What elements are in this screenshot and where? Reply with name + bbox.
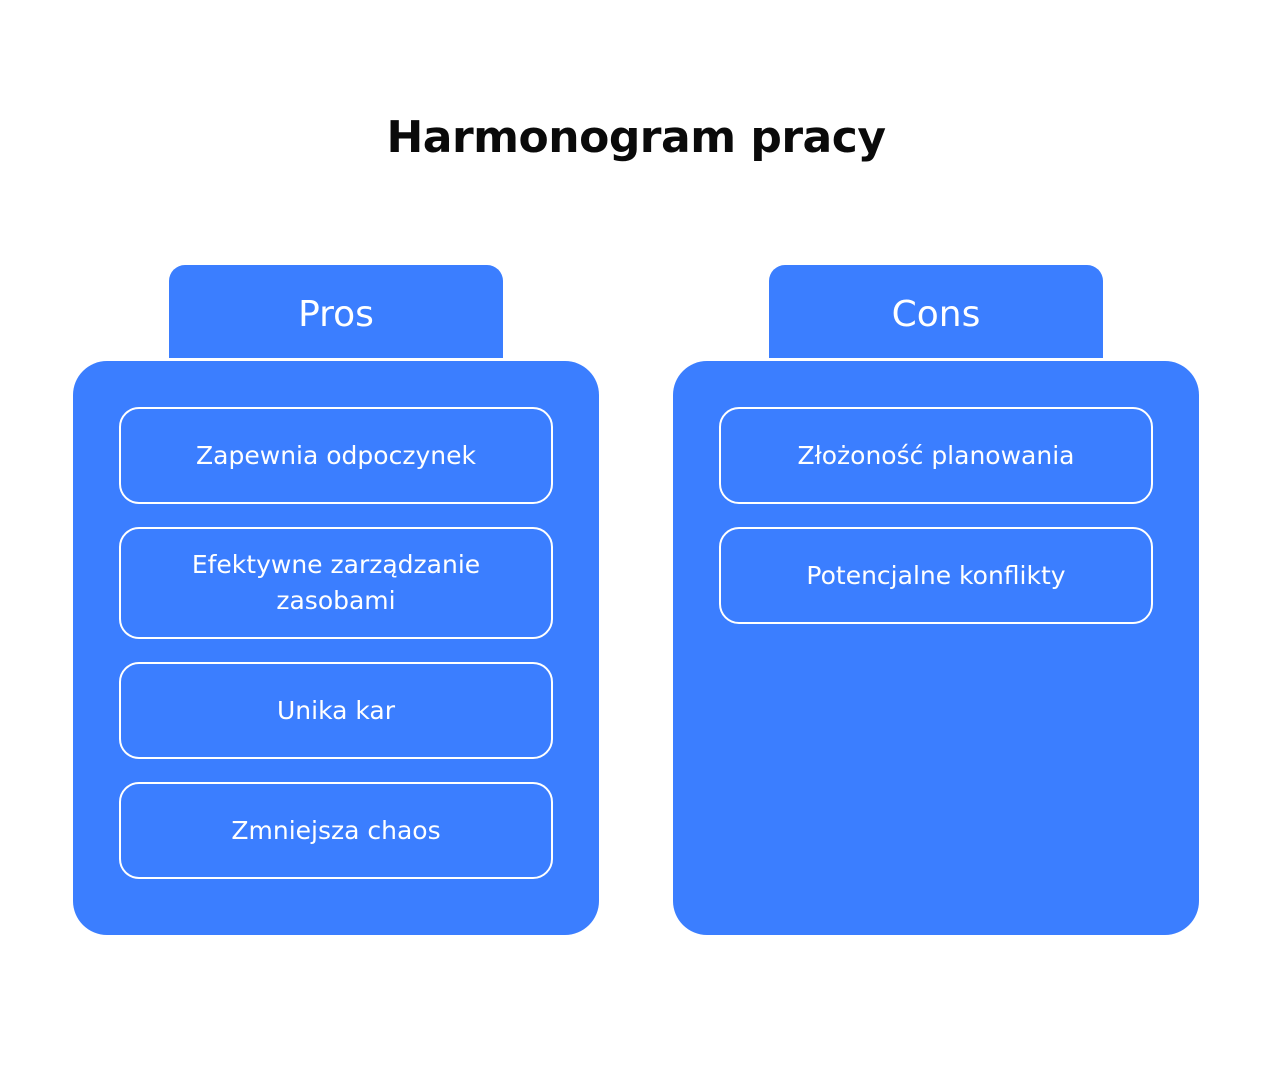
page-title: Harmonogram pracy — [386, 112, 886, 163]
pros-column: Pros Zapewnia odpoczynek Efektywne zarzą… — [73, 265, 599, 935]
cons-column: Cons Złożoność planowania Potencjalne ko… — [673, 265, 1199, 935]
pros-item: Unika kar — [119, 662, 553, 759]
pros-item: Efektywne zarządzanie zasobami — [119, 527, 553, 639]
pros-item: Zapewnia odpoczynek — [119, 407, 553, 504]
cons-panel: Złożoność planowania Potencjalne konflik… — [673, 361, 1199, 935]
pros-header: Pros — [169, 265, 503, 358]
pros-item: Zmniejsza chaos — [119, 782, 553, 879]
cons-item: Potencjalne konflikty — [719, 527, 1153, 624]
cons-header: Cons — [769, 265, 1103, 358]
cons-item: Złożoność planowania — [719, 407, 1153, 504]
pros-panel: Zapewnia odpoczynek Efektywne zarządzani… — [73, 361, 599, 935]
